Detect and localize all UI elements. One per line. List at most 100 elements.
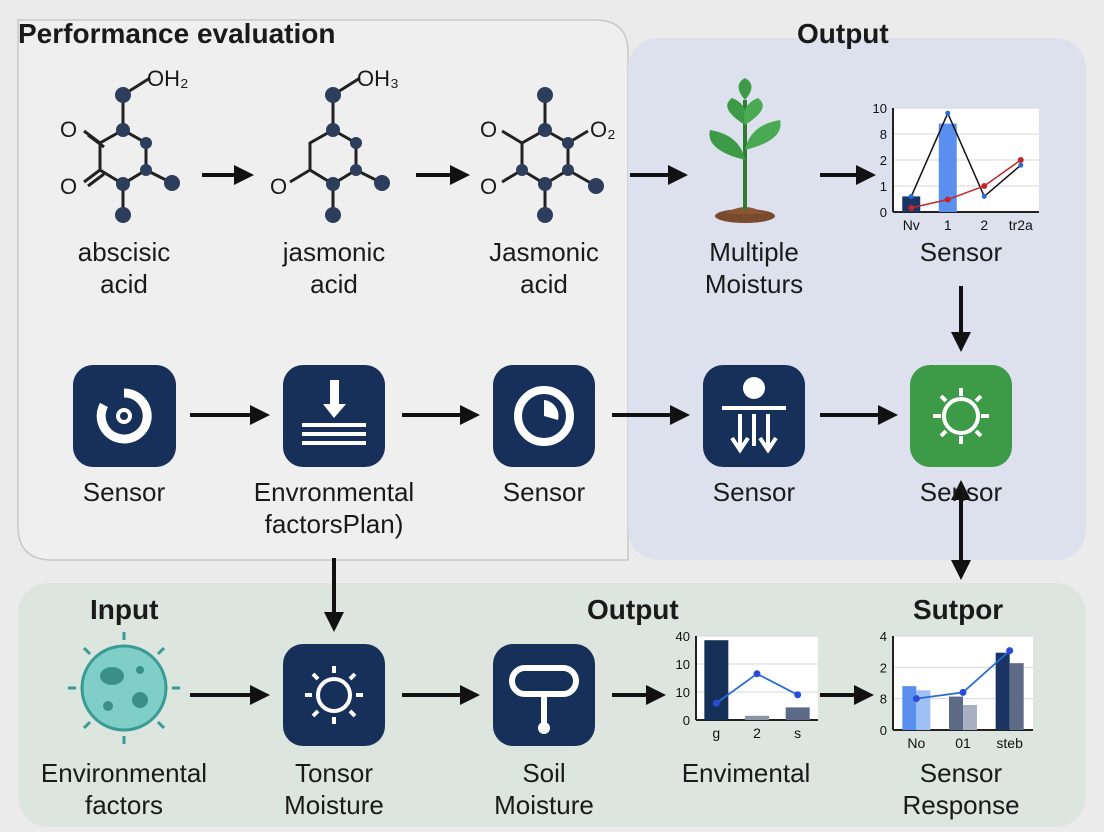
row2-label-1: Sensor xyxy=(82,477,166,507)
x-tick-label: 01 xyxy=(955,735,971,751)
bar-series-a xyxy=(949,696,963,730)
input-title: Input xyxy=(90,594,159,625)
point-black xyxy=(1018,162,1024,168)
environmental-factors-tile xyxy=(283,365,385,467)
row3-label-5: Sensor Response xyxy=(902,758,1020,820)
performance-evaluation-title: Performance evaluation xyxy=(18,18,336,49)
y-tick-label: 2 xyxy=(880,660,887,675)
gauge-dial-icon xyxy=(514,386,574,446)
x-tick-label: 2 xyxy=(980,217,988,233)
multiple-moisturs-label: Multiple Moisturs xyxy=(704,237,804,299)
y-tick-label: 2 xyxy=(880,153,887,168)
point-black xyxy=(945,110,951,116)
soil-moisture-tile xyxy=(493,644,595,746)
point xyxy=(1006,647,1014,655)
molecule-1-oh-label: OH₂ xyxy=(147,66,189,91)
abscisic-acid-label: abscisic acid xyxy=(77,237,171,299)
bar-series-b xyxy=(916,690,931,730)
bar-series-a xyxy=(902,686,917,730)
x-tick-label: steb xyxy=(996,735,1023,751)
row3-label-3: Soil Moisture xyxy=(494,758,594,820)
y-tick-label: 10 xyxy=(676,657,690,672)
point-red xyxy=(908,204,915,211)
point-red xyxy=(1017,157,1024,163)
press-layers-icon xyxy=(302,380,366,445)
x-tick-label: No xyxy=(907,735,925,751)
row3-label-2: Tonsor Moisture xyxy=(284,758,384,820)
bar-series-b xyxy=(963,704,977,730)
y-tick-label: 0 xyxy=(683,713,690,728)
output-bottom-title: Output xyxy=(587,594,679,625)
point xyxy=(959,688,967,696)
output-top-title: Output xyxy=(797,18,889,49)
plant-sprout-icon xyxy=(709,78,781,223)
probe-icon xyxy=(509,665,579,734)
molecule-2-oh-label: OH₃ xyxy=(357,66,399,91)
sensor-tile-1 xyxy=(73,365,176,467)
point xyxy=(712,699,720,707)
row3-label-4: Envimental xyxy=(681,758,811,788)
series-line-red xyxy=(911,159,1022,209)
point-red xyxy=(944,196,951,203)
refresh-ring-icon xyxy=(96,388,152,444)
point xyxy=(794,691,802,699)
row2-label-2: Envronmental factorsPlan) xyxy=(253,477,415,539)
bar xyxy=(902,196,921,212)
y-tick-label: 10 xyxy=(873,101,887,116)
jasmonic-acid-label: jasmonic acid xyxy=(282,237,386,299)
point xyxy=(753,670,761,678)
y-tick-label: 8 xyxy=(880,692,887,707)
sensor-tile-green xyxy=(910,365,1012,467)
y-tick-label: 8 xyxy=(880,127,887,142)
sun-icon xyxy=(305,666,363,724)
jasmonic-acid-atoms xyxy=(325,87,390,223)
chart-sensor-response: 0 8 2 4No 01 steb xyxy=(880,629,1033,751)
user-distribution-icon xyxy=(722,377,786,454)
x-tick-label: tr2a xyxy=(1009,217,1033,233)
sensor-tile-3 xyxy=(703,365,805,467)
abscisic-acid-atoms xyxy=(115,87,180,223)
point-red xyxy=(981,183,988,189)
row2-label-3: Sensor xyxy=(502,477,586,507)
sutpor-title: Sutpor xyxy=(913,594,1004,625)
series-line-black xyxy=(910,111,1022,198)
molecule-3-o-label-1: O xyxy=(480,117,498,142)
virus-sun-icon xyxy=(933,388,989,444)
y-tick-label: 1 xyxy=(880,179,887,194)
x-tick-label: 2 xyxy=(753,725,761,741)
x-tick-label: Nv xyxy=(903,217,920,233)
x-tick-label: s xyxy=(794,725,801,741)
y-tick-label: 0 xyxy=(880,205,887,220)
bar xyxy=(704,640,729,720)
tonsor-moisture-tile xyxy=(283,644,385,746)
bar-series-a xyxy=(995,652,1010,730)
y-tick-label: 10 xyxy=(676,685,690,700)
point-black xyxy=(981,193,987,199)
x-tick-label: g xyxy=(712,725,720,741)
y-tick-label: 4 xyxy=(880,629,887,644)
chart-bottom-output: 0 10 10 40 g 2 s xyxy=(676,629,818,741)
bar-series-b xyxy=(1009,663,1024,730)
x-tick-label: 1 xyxy=(944,217,952,233)
sensor-tile-2 xyxy=(493,365,595,467)
point-black xyxy=(908,193,914,199)
y-tick-label: 0 xyxy=(880,723,887,738)
bar xyxy=(785,707,810,720)
y-tick-label: 40 xyxy=(676,629,690,644)
chart-top-label: Sensor xyxy=(919,237,1003,267)
flow-arrows xyxy=(190,165,971,705)
microbe-icon xyxy=(68,632,180,744)
row2-label-4: Sensor xyxy=(712,477,796,507)
jasmonic-acid-2-label: Jasmonic acid xyxy=(489,237,599,299)
row2-label-5: Sensor xyxy=(919,477,1003,507)
molecule-1-o-label-1: O xyxy=(60,117,78,142)
bar xyxy=(938,123,957,212)
molecule-3-o-label-2: O₂ xyxy=(590,117,616,142)
molecule-2-o-label: O xyxy=(270,174,288,199)
molecule-3-o-label-3: O xyxy=(480,174,498,199)
bar xyxy=(745,715,769,720)
row3-label-1: Environmental factors xyxy=(40,758,208,820)
